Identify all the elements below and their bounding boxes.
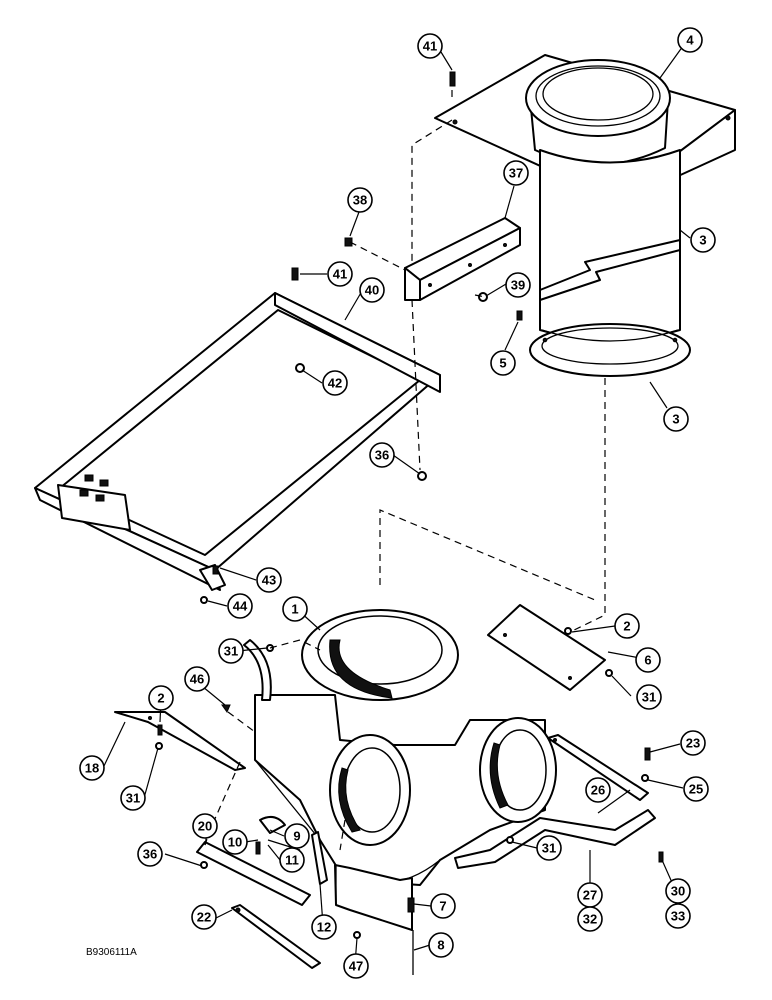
- svg-text:33: 33: [671, 909, 685, 924]
- callout-22: 22: [191, 904, 217, 930]
- svg-text:42: 42: [328, 376, 342, 391]
- svg-text:23: 23: [686, 736, 700, 751]
- tube-part-3: [529, 149, 691, 377]
- svg-text:25: 25: [689, 782, 703, 797]
- svg-text:3: 3: [672, 412, 679, 427]
- svg-text:12: 12: [317, 920, 331, 935]
- svg-text:36: 36: [375, 448, 389, 463]
- svg-text:41: 41: [423, 39, 437, 54]
- clip-part-12: [311, 831, 328, 885]
- svg-text:26: 26: [591, 783, 605, 798]
- callout-47: 47: [343, 953, 369, 979]
- svg-text:30: 30: [671, 884, 685, 899]
- callout-3: 3: [690, 227, 716, 253]
- callout-4: 4: [677, 27, 703, 53]
- callout-18: 18: [79, 755, 105, 781]
- callout-41: 41: [417, 33, 443, 59]
- svg-text:36: 36: [143, 847, 157, 862]
- strap-part-22: [231, 904, 321, 969]
- callout-5: 5: [490, 350, 516, 376]
- callout-38: 38: [347, 187, 373, 213]
- callout-33: 33: [665, 903, 691, 929]
- svg-text:5: 5: [499, 356, 506, 371]
- svg-text:31: 31: [542, 841, 556, 856]
- callout-6: 6: [635, 647, 661, 673]
- plate-part-6: [487, 604, 606, 691]
- callout-27: 27: [577, 882, 603, 908]
- svg-text:41: 41: [333, 267, 347, 282]
- svg-text:44: 44: [233, 599, 248, 614]
- callout-36: 36: [369, 442, 395, 468]
- hardware-items: [155, 71, 664, 939]
- figure-code: B9306111A: [86, 947, 137, 958]
- svg-text:6: 6: [644, 653, 651, 668]
- shield-part-18: [114, 711, 246, 771]
- svg-text:1: 1: [291, 602, 298, 617]
- svg-text:31: 31: [224, 644, 238, 659]
- frame-part-40: [34, 292, 441, 591]
- svg-text:22: 22: [197, 910, 211, 925]
- band-part-7: [334, 864, 415, 931]
- leader-lines: [102, 45, 691, 965]
- svg-text:18: 18: [85, 761, 99, 776]
- callout-44: 44: [227, 593, 253, 619]
- strap-part-20: [196, 841, 311, 906]
- strap-part-26: [547, 734, 649, 801]
- svg-text:8: 8: [437, 938, 444, 953]
- callout-32: 32: [577, 906, 603, 932]
- callout-46: 46: [184, 666, 210, 692]
- svg-text:11: 11: [285, 853, 299, 868]
- svg-text:31: 31: [126, 791, 140, 806]
- upper-tube-part-4: [525, 59, 671, 166]
- svg-text:46: 46: [190, 672, 204, 687]
- callout-10: 10: [222, 829, 248, 855]
- callout-31: 31: [218, 638, 244, 664]
- callout-1: 1: [282, 596, 308, 622]
- callout-41: 41: [327, 261, 353, 287]
- callout-40: 40: [359, 277, 385, 303]
- callout-3: 3: [663, 406, 689, 432]
- svg-text:7: 7: [439, 899, 446, 914]
- callout-26: 26: [585, 777, 611, 803]
- callout-36: 36: [137, 841, 163, 867]
- callout-2: 2: [148, 685, 174, 711]
- svg-text:39: 39: [511, 278, 525, 293]
- callout-39: 39: [505, 272, 531, 298]
- svg-text:27: 27: [583, 888, 597, 903]
- svg-text:37: 37: [509, 166, 523, 181]
- svg-text:3: 3: [699, 233, 706, 248]
- callout-25: 25: [683, 776, 709, 802]
- callout-37: 37: [503, 160, 529, 186]
- callout-7: 7: [430, 893, 456, 919]
- housing-part-1: [243, 609, 557, 886]
- bracket-part-27: [454, 809, 656, 869]
- callout-8: 8: [428, 932, 454, 958]
- callout-20: 20: [192, 813, 218, 839]
- svg-text:31: 31: [642, 690, 656, 705]
- callout-9: 9: [284, 823, 310, 849]
- svg-text:43: 43: [262, 573, 276, 588]
- svg-text:9: 9: [293, 829, 300, 844]
- callout-23: 23: [680, 730, 706, 756]
- svg-text:20: 20: [198, 819, 212, 834]
- svg-text:38: 38: [353, 193, 367, 208]
- callout-42: 42: [322, 370, 348, 396]
- svg-text:32: 32: [583, 912, 597, 927]
- svg-text:4: 4: [686, 33, 694, 48]
- callout-11: 11: [279, 847, 305, 873]
- callout-31: 31: [636, 684, 662, 710]
- svg-text:40: 40: [365, 283, 379, 298]
- svg-text:10: 10: [228, 835, 242, 850]
- callout-31: 31: [536, 835, 562, 861]
- callout-43: 43: [256, 567, 282, 593]
- callout-2: 2: [614, 613, 640, 639]
- svg-text:47: 47: [349, 959, 363, 974]
- callout-12: 12: [311, 914, 337, 940]
- callout-30: 30: [665, 878, 691, 904]
- svg-text:2: 2: [157, 691, 164, 706]
- bracket-part-37: [404, 217, 521, 301]
- svg-text:2: 2: [623, 619, 630, 634]
- callout-31: 31: [120, 785, 146, 811]
